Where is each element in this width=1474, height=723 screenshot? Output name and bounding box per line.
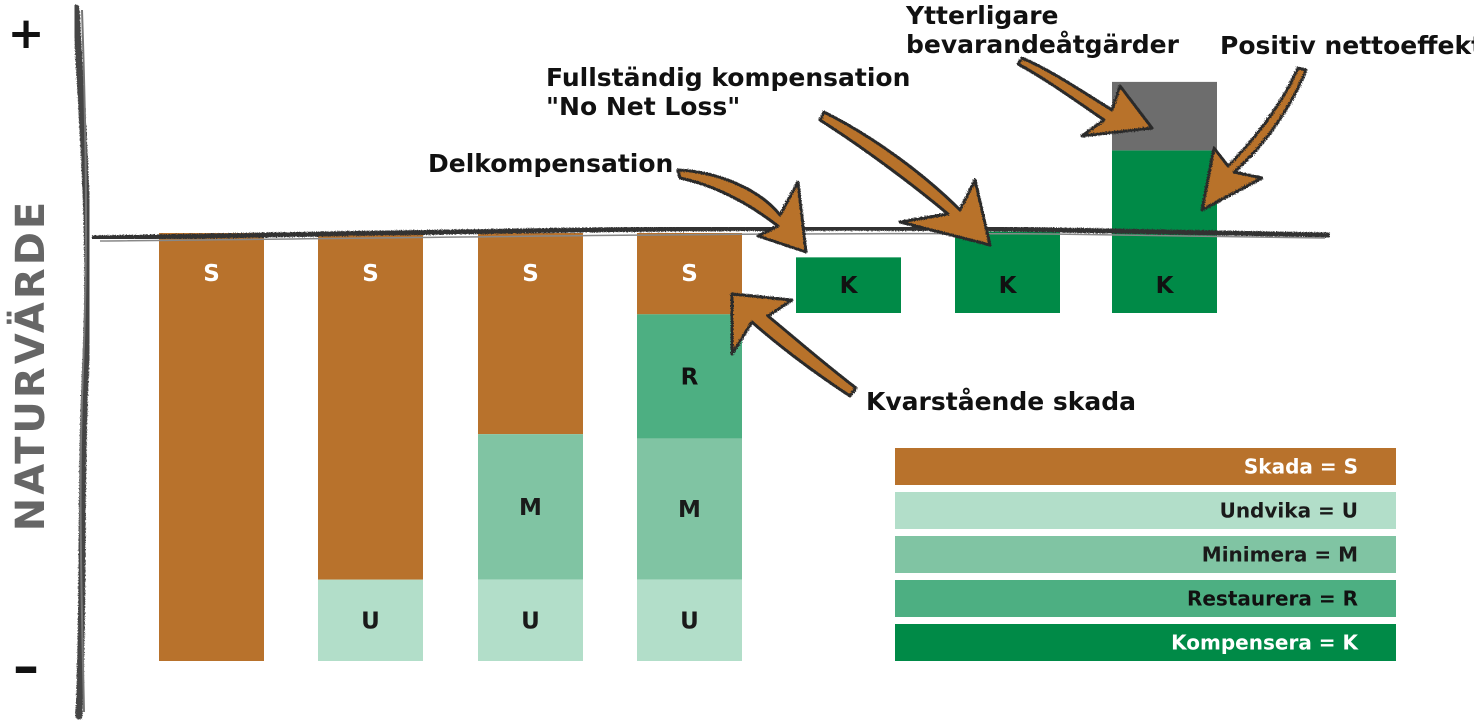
arrows-group — [676, 56, 1308, 398]
arrow-positiv — [1200, 66, 1308, 212]
arrow-fullstandig — [818, 110, 992, 247]
bar-3-letter-skada: S — [522, 261, 539, 287]
baseline — [91, 225, 1331, 241]
comp-bar-3-negative — [1112, 231, 1217, 313]
bar-1-letter-skada: S — [203, 261, 220, 287]
label-kvarstaende-skada: Kvarstående skada — [866, 387, 1136, 416]
legend-swatch-kompensera — [895, 624, 1396, 661]
bar-2-letter-skada: S — [362, 261, 379, 287]
vertical-axis-shadow — [79, 9, 87, 713]
legend-label-kompensera: Kompensera = K — [1171, 631, 1359, 655]
bar-3-segment-undvika — [478, 579, 583, 661]
bar-4-segment-skada — [637, 233, 742, 315]
bar-4-segment-minimera — [637, 438, 742, 580]
bar-1-segment-skada — [159, 233, 264, 661]
axis-plus-label: + — [8, 8, 45, 59]
bar-4-letter-restaurera: R — [681, 364, 699, 390]
bar-4-letter-undvika: U — [680, 608, 699, 634]
bar-4-segment-undvika — [637, 579, 742, 661]
label-fullstandig-line2: "No Net Loss" — [546, 92, 740, 121]
arrow-ytterligare — [1016, 56, 1154, 138]
legend-swatch-restaurera — [895, 580, 1396, 617]
comp-bar-1-letter: K — [840, 273, 859, 299]
bar-3-segment-minimera — [478, 434, 583, 580]
label-fullstandig-line1: Fullständig kompensation — [546, 63, 910, 92]
bars-group: S S U S M U S R M U — [159, 233, 742, 661]
bar-4-letter-minimera: M — [678, 497, 701, 523]
comp-bar-3-positive — [1112, 150, 1217, 232]
arrow-kvarstaende — [730, 292, 858, 398]
comp-bar-2-negative — [955, 231, 1060, 313]
legend-label-restaurera: Restaurera = R — [1187, 587, 1358, 611]
comp-bar-2-letter: K — [999, 273, 1018, 299]
bar-3-letter-minimera: M — [519, 495, 542, 521]
comp-bar-3-letter: K — [1156, 273, 1175, 299]
arrow-delkompensation — [676, 168, 808, 254]
label-positiv-nettoeffekt: Positiv nettoeffekt — [1220, 31, 1474, 60]
bar-3-segment-skada — [478, 233, 583, 435]
label-delkompensation: Delkompensation — [428, 149, 673, 178]
bar-3-letter-undvika: U — [521, 608, 540, 634]
comp-bar-1-negative — [796, 257, 901, 313]
axis-title: NATURVÄRDE — [6, 199, 54, 531]
bar-2-segment-undvika — [318, 579, 423, 661]
bar-2-letter-undvika: U — [361, 608, 380, 634]
bar-4-segment-restaurera — [637, 314, 742, 439]
legend-label-skada: Skada = S — [1244, 455, 1358, 479]
legend: Skada = S Undvika = U Minimera = M Restaure… — [895, 448, 1396, 661]
bar-4-letter-skada: S — [681, 261, 698, 287]
label-ytterligare-line2: bevarandeåtgärder — [906, 30, 1180, 59]
legend-swatch-skada — [895, 448, 1396, 485]
legend-swatch-undvika — [895, 492, 1396, 529]
axis-minus-label: – — [13, 637, 39, 697]
legend-label-undvika: Undvika = U — [1220, 499, 1358, 523]
label-ytterligare-line1: Ytterligare — [905, 1, 1058, 30]
legend-label-minimera: Minimera = M — [1202, 543, 1358, 567]
legend-swatch-minimera — [895, 536, 1396, 573]
baseline-shadow — [99, 232, 1326, 242]
bar-2-segment-skada — [318, 233, 423, 580]
